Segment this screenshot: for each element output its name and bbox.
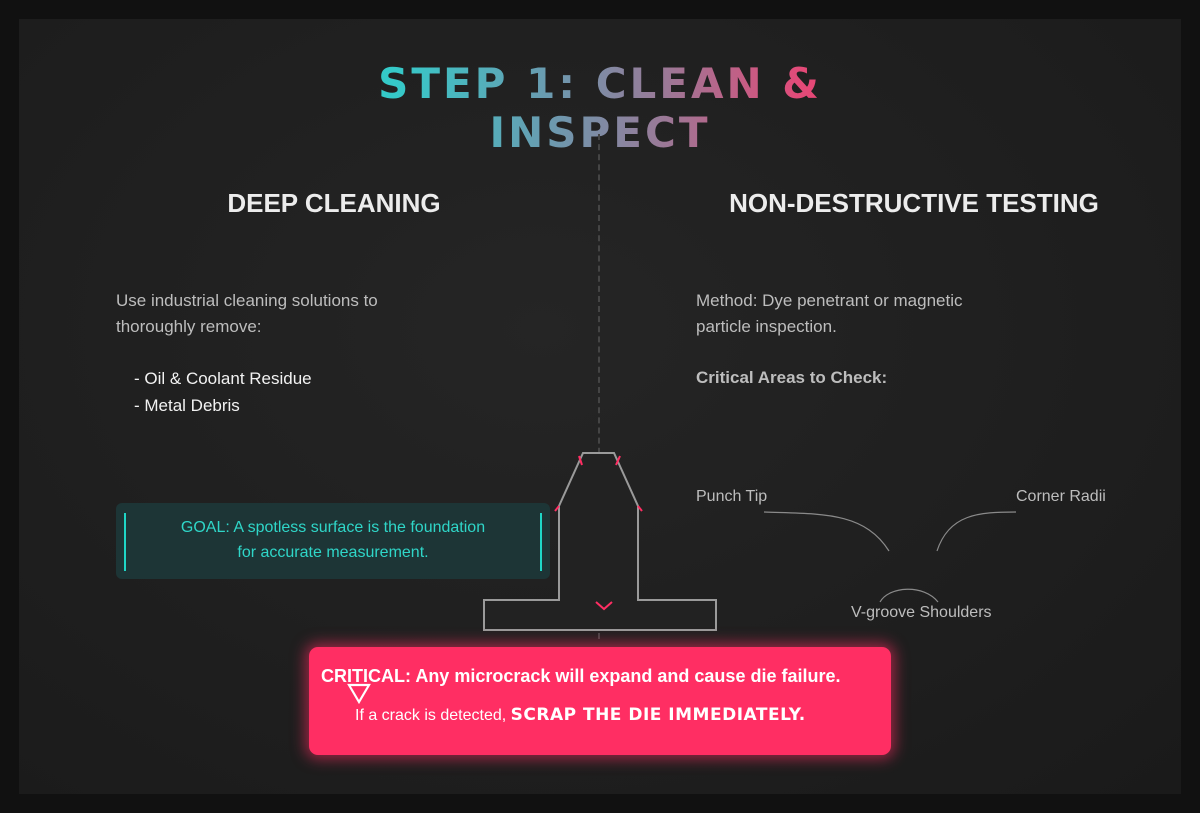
ndt-heading: NON-DESTRUCTIVE TESTING [729,188,1099,218]
column-divider [598,134,600,474]
alert-line1: CRITICAL: Any microcrack will expand and… [321,666,841,686]
goal-line1: GOAL: A spotless surface is the foundati… [180,519,486,536]
slide-panel: STEP 1: CLEAN & INSPECT DEEP CLEANING Us… [19,19,1181,794]
punch-tip-marker-right [615,455,621,466]
v-groove-label: V-groove Shoulders [851,604,992,621]
crack-markers [554,455,643,611]
cleaning-intro: Use industrial cleaning solutions to tho… [116,288,378,340]
leader-lines [763,511,1017,603]
punch-tip-leader [763,511,890,552]
corner-radius-marker-right [637,505,643,512]
goal-text: GOAL: A spotless surface is the foundati… [136,515,530,565]
alert-line2-prefix: If a crack is detected, [355,707,507,724]
page-title: STEP 1: CLEAN & INSPECT [270,59,930,157]
alert-line2: If a crack is detected, SCRAP THE DIE IM… [355,705,806,725]
goal-left-bar [124,513,126,571]
critical-alert: CRITICAL: Any microcrack will expand and… [309,647,891,755]
deep-cleaning-heading: DEEP CLEANING [227,188,441,218]
corner-radii-label: Corner Radii [1016,488,1106,505]
ndt-method: Method: Dye penetrant or magnetic partic… [696,288,962,340]
ndt-method-line1: Method: Dye penetrant or magnetic [696,291,963,310]
alert-line2-emphasis: SCRAP THE DIE IMMEDIATELY. [510,705,806,725]
critical-areas-heading: Critical Areas to Check: [696,368,888,387]
cleaning-intro-line1: Use industrial cleaning solutions to [116,291,378,310]
corner-radii-leader [936,511,1017,552]
die-profile [483,452,717,631]
cleaning-intro-line2: thoroughly remove: [116,317,262,336]
goal-line2: for accurate measurement. [237,544,429,561]
die-diagram [483,452,1017,631]
punch-tip-marker-left [578,455,583,466]
goal-callout: GOAL: A spotless surface is the foundati… [116,503,550,579]
corner-radius-marker-left [554,505,560,512]
goal-right-bar [540,513,542,571]
list-item: - Metal Debris [134,396,240,415]
punch-tip-label: Punch Tip [696,488,768,505]
residue-list: - Oil & Coolant Residue - Metal Debris [134,365,312,419]
ndt-method-line2: particle inspection. [696,317,837,336]
list-item: - Oil & Coolant Residue [134,369,312,388]
v-groove-marker [595,601,613,611]
v-groove-leader [879,588,939,603]
warning-triangle-icon [347,683,371,705]
